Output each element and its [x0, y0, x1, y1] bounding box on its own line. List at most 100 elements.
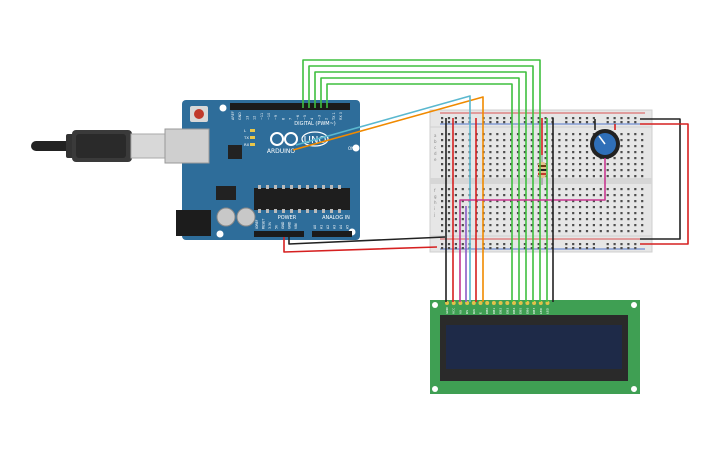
breadboard-row-letter: j — [433, 212, 435, 217]
power-pin-label: 5V — [275, 224, 279, 229]
analog-header[interactable] — [312, 231, 352, 237]
wire-black[interactable] — [640, 118, 681, 240]
arduino-brand-label: ARDUINO — [267, 148, 296, 155]
power-pin-label: 3.3V — [268, 221, 272, 229]
voltage-regulator — [216, 186, 236, 200]
power-pin-label: VIN — [294, 223, 298, 229]
digital-pin-label: 8 — [281, 118, 285, 120]
analog-pin-label: A2 — [326, 225, 330, 229]
breadboard-row-letter: i — [434, 206, 435, 211]
power-header-label: POWER — [278, 215, 297, 221]
lcd-pin-label: GND — [445, 306, 449, 314]
digital-pin-label: AREF — [231, 111, 235, 120]
lcd-pin-label: DB6 — [525, 308, 529, 314]
wire-green[interactable] — [326, 83, 513, 302]
breadboard-row-letter: g — [434, 194, 437, 199]
lcd-pin-label: LED — [546, 307, 550, 314]
lcd-pin[interactable] — [505, 301, 510, 305]
breadboard-row-letter: e — [434, 157, 437, 162]
lcd-pin[interactable] — [491, 301, 496, 305]
usb-jack — [164, 128, 210, 164]
lcd-pin-label: DB2 — [499, 308, 503, 314]
digital-pin-label: ~5 — [303, 115, 307, 120]
wire-red[interactable] — [640, 123, 689, 245]
capacitor — [236, 207, 256, 227]
digital-pin-label: ~9 — [274, 115, 278, 120]
digital-pin-label: ~3 — [317, 115, 321, 120]
breadboard-row-letter: b — [434, 139, 437, 144]
digital-pin-label: ~11 — [260, 113, 264, 120]
uno-label: UNO — [304, 135, 327, 146]
lcd-pin[interactable] — [478, 301, 483, 305]
lcd-pin-label: DB0 — [485, 308, 489, 314]
power-pin-label: GND — [288, 221, 292, 229]
breadboard-row-letter: h — [434, 200, 437, 205]
lcd-pin[interactable] — [471, 301, 476, 305]
lcd-screen — [446, 325, 622, 369]
arduino-uno-board: UNO ARDUINO DIGITAL (PWM~) POWER ANALOG … — [164, 100, 360, 240]
breadboard-row-letter: f — [434, 188, 436, 193]
lcd-pin-label: DB1 — [492, 308, 496, 314]
breadboard-row-letter: d — [434, 151, 437, 156]
potentiometer[interactable] — [590, 129, 620, 159]
lcd-pin-label: V0 — [458, 310, 462, 314]
analog-pin-label: A5 — [346, 225, 350, 229]
arduino-logo-icon — [270, 132, 298, 146]
usb-chip — [228, 145, 242, 159]
digital-pin-label: 4 — [310, 118, 314, 120]
lcd-pin[interactable] — [485, 301, 490, 305]
lcd-pin-label: DB5 — [519, 308, 523, 314]
breadboard-row-letter: a — [434, 133, 437, 138]
lcd-pin-label: RW — [472, 309, 476, 314]
wire-green[interactable] — [314, 71, 527, 302]
power-pin-label: GND — [281, 221, 285, 229]
lcd-pin[interactable] — [498, 301, 503, 305]
analog-header-label: ANALOG IN — [322, 215, 350, 221]
wires — [283, 59, 689, 302]
wire-green[interactable] — [302, 59, 541, 302]
on-label: ON — [348, 146, 354, 151]
digital-pin-label: ~10 — [267, 113, 271, 120]
digital-header[interactable] — [230, 103, 350, 110]
digital-pin-label: 13 — [245, 116, 249, 120]
wire-red[interactable] — [283, 237, 438, 253]
power-jack — [176, 210, 211, 236]
lcd-pin-label: LED — [539, 307, 543, 314]
wire-magenta[interactable] — [459, 158, 606, 302]
power-pin-label: IOREF — [255, 219, 259, 229]
breadboard-row-letter: c — [434, 145, 436, 150]
wire-orange[interactable] — [292, 96, 484, 302]
wire-green[interactable] — [308, 65, 534, 302]
wire-black[interactable] — [288, 236, 446, 245]
atmega-chip — [254, 188, 350, 210]
status-led-label: RX — [244, 142, 250, 147]
lcd-pin[interactable] — [512, 301, 516, 305]
capacitor — [216, 207, 236, 227]
lcd-pin-label: RS — [465, 310, 469, 314]
status-led-label: TX — [243, 135, 249, 140]
digital-pin-label: GND — [238, 112, 242, 120]
lcd-pin-label: E — [479, 312, 483, 314]
wire-green[interactable] — [320, 77, 520, 302]
status-led-label: L — [244, 128, 247, 133]
digital-pin-label: RX 0 — [339, 112, 343, 120]
digital-header-label: DIGITAL (PWM~) — [294, 121, 336, 127]
power-pin-label: RESET — [262, 219, 266, 229]
digital-pin-label: 7 — [289, 118, 293, 120]
usb-cable — [31, 130, 166, 162]
lcd-pin-label: DB7 — [532, 308, 536, 314]
digital-pin-label: ~6 — [296, 115, 300, 120]
digital-pin-label: 2 — [325, 118, 329, 120]
power-header[interactable] — [254, 231, 304, 237]
analog-pin-label: A4 — [339, 225, 343, 229]
wire-cyan[interactable] — [295, 95, 471, 302]
lcd-pin-label: DB3 — [505, 308, 509, 314]
